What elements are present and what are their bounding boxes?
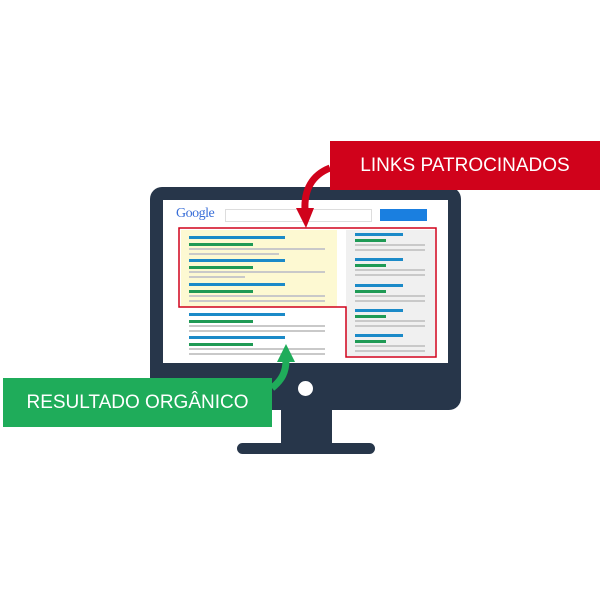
ad-url	[355, 239, 386, 242]
ad-snippet	[355, 320, 425, 322]
ad-snippet	[355, 350, 425, 352]
result-url	[189, 243, 253, 246]
result-url	[189, 290, 253, 293]
ad-snippet	[355, 269, 425, 271]
result-url	[189, 266, 253, 269]
result-snippet	[189, 348, 325, 350]
ad-title	[355, 258, 403, 261]
ad-snippet	[355, 345, 425, 347]
result-snippet	[189, 330, 325, 332]
ad-url	[355, 290, 386, 293]
result-title	[189, 313, 285, 316]
result-title	[189, 236, 285, 239]
result-snippet	[189, 276, 245, 278]
result-snippet	[189, 325, 325, 327]
green-arrow-icon	[269, 359, 290, 391]
monitor-stand-base	[237, 443, 375, 454]
monitor-stand-neck	[281, 405, 332, 447]
result-snippet	[189, 248, 325, 250]
sponsored-links-label: LINKS PATROCINADOS	[330, 141, 600, 190]
ad-snippet	[355, 274, 425, 276]
search-button	[380, 209, 427, 221]
ad-snippet	[355, 249, 425, 251]
result-title	[189, 336, 285, 339]
result-snippet	[189, 295, 325, 297]
ad-snippet	[355, 325, 425, 327]
red-arrow-icon	[301, 164, 332, 211]
ad-url	[355, 264, 386, 267]
ad-title	[355, 309, 403, 312]
ad-snippet	[355, 295, 425, 297]
result-title	[189, 283, 285, 286]
power-button-icon	[298, 381, 313, 396]
result-snippet	[189, 300, 325, 302]
organic-result-label: RESULTADO ORGÂNICO	[3, 378, 272, 427]
result-snippet	[189, 271, 325, 273]
result-snippet	[189, 253, 279, 255]
result-snippet	[189, 353, 325, 355]
ad-url	[355, 315, 386, 318]
ad-snippet	[355, 244, 425, 246]
ad-snippet	[355, 300, 425, 302]
result-url	[189, 343, 253, 346]
ad-title	[355, 334, 403, 337]
google-logo: Google	[176, 206, 215, 221]
ad-url	[355, 340, 386, 343]
sponsored-outline	[178, 227, 437, 358]
ad-title	[355, 233, 403, 236]
ad-title	[355, 284, 403, 287]
result-url	[189, 320, 253, 323]
result-title	[189, 259, 285, 262]
